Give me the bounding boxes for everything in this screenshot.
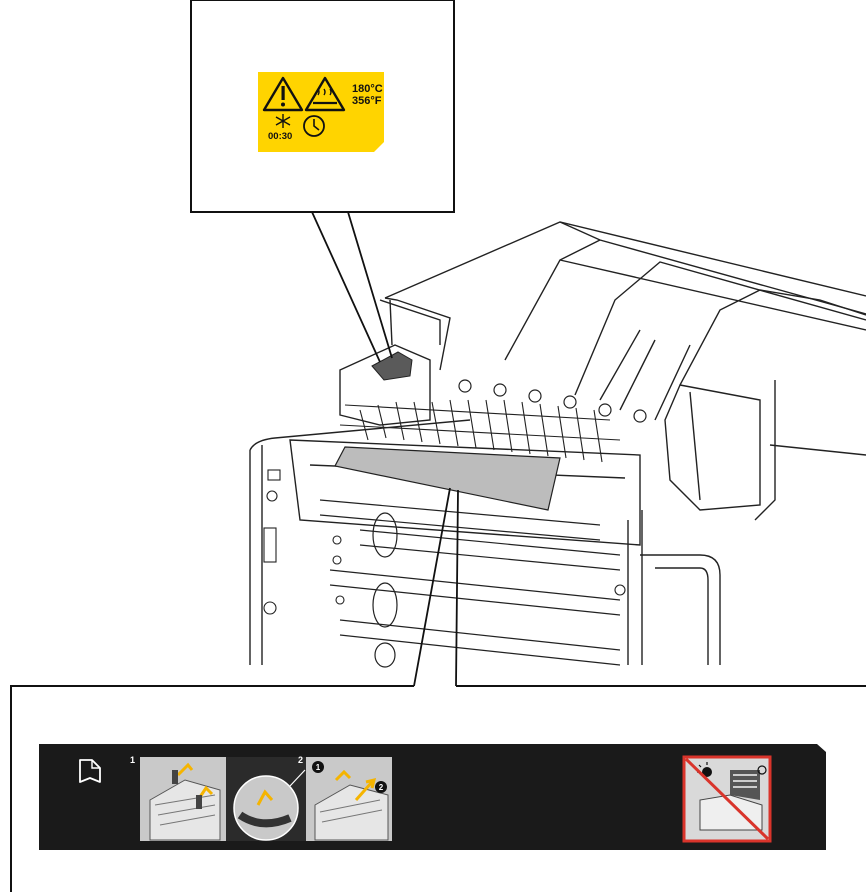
book-manual-icon	[79, 759, 101, 783]
latch-detail-illustration	[226, 757, 306, 841]
temp-fahrenheit: 356°F	[352, 95, 382, 107]
no-light-exposure-icon	[682, 755, 772, 843]
fuser-label-position	[334, 446, 561, 511]
step-2-number: 2	[298, 755, 303, 765]
hot-surface-warning-label: 180°C 356°F 00:30	[258, 72, 384, 152]
printer-illustration	[249, 221, 866, 668]
callout-leader-lower	[413, 487, 459, 687]
label-position-marker	[371, 351, 413, 381]
step-2-illustration: 1 2	[306, 757, 392, 841]
step-1-illustration	[140, 757, 226, 841]
instruction-label-callout	[10, 685, 866, 892]
fuser-instruction-label: 1 2 1 2	[39, 744, 826, 850]
clock-icon	[303, 115, 325, 137]
callout-leader-upper	[311, 211, 393, 363]
warning-triangle-icon	[262, 76, 304, 112]
snowflake-icon	[275, 114, 291, 128]
callout-2-number: 2	[379, 783, 384, 792]
callout-1-number: 1	[316, 763, 321, 772]
step-1-number: 1	[130, 755, 135, 765]
temp-celsius: 180°C	[352, 83, 383, 95]
hot-surface-icon	[304, 76, 346, 112]
cooldown-time: 00:30	[268, 131, 292, 142]
